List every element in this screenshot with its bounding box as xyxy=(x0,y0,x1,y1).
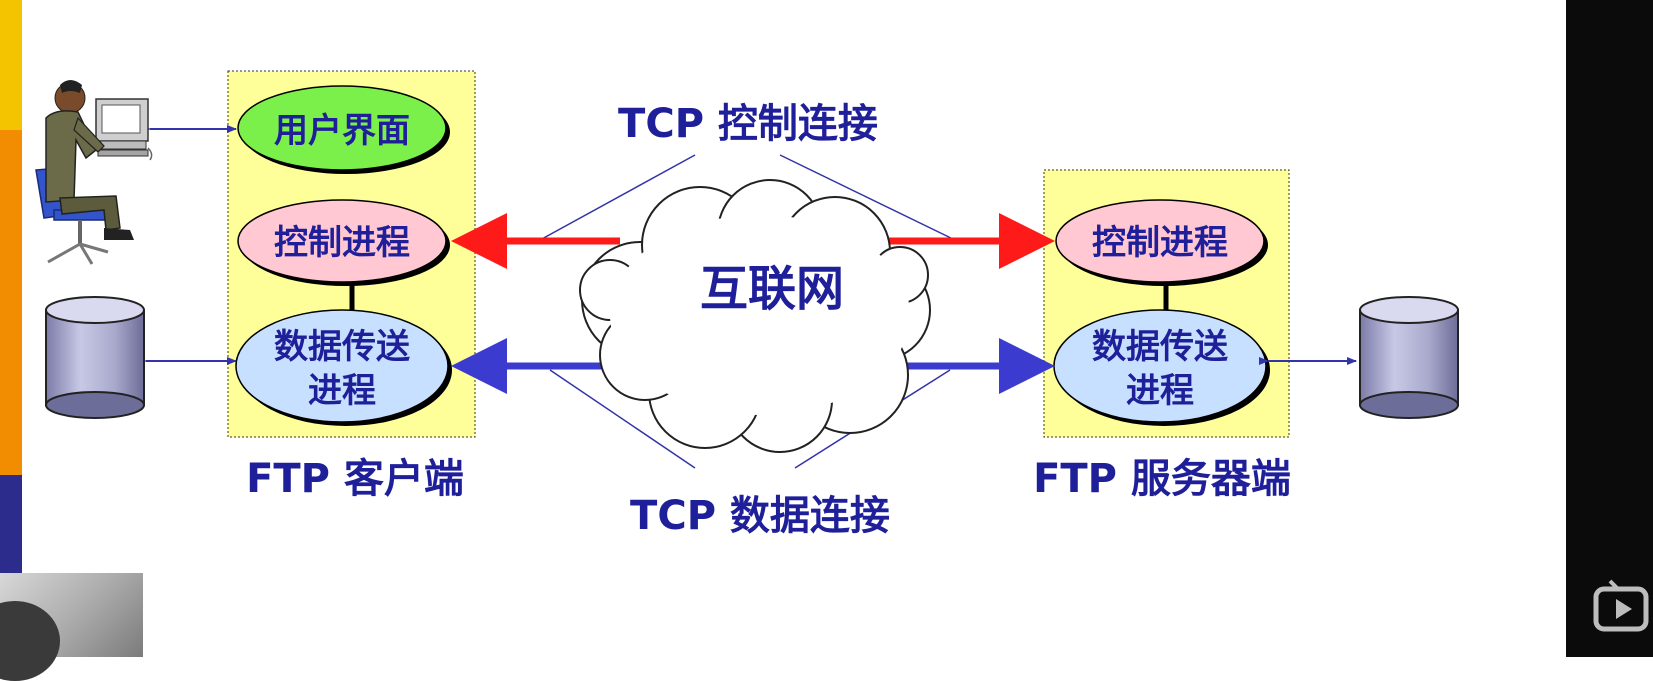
accent-orange xyxy=(0,130,22,475)
internet-label: 互联网 xyxy=(700,261,844,317)
ftp-diagram: 用户界面 控制进程 数据传送 进程 控制进程 数据传送 进程 xyxy=(35,70,1459,539)
client-data-label-1: 数据传送 xyxy=(274,327,410,367)
client-data-process: 数据传送 进程 xyxy=(235,309,452,426)
client-disk-icon xyxy=(45,296,145,419)
right-dark-band xyxy=(1566,0,1653,657)
client-user-interface: 用户界面 xyxy=(237,85,450,174)
server-data-label-2: 进程 xyxy=(1126,371,1194,411)
server-disk-icon xyxy=(1359,296,1459,419)
server-caption: FTP 服务器端 xyxy=(1033,456,1291,502)
server-data-label-1: 数据传送 xyxy=(1092,327,1228,367)
server-control-label: 控制进程 xyxy=(1092,223,1228,263)
play-watermark-icon xyxy=(1593,579,1649,632)
cloud-icon: 互联网 xyxy=(579,179,931,453)
tcp-label-lines xyxy=(539,154,956,469)
user-at-computer-icon xyxy=(35,80,153,265)
server-data-process: 数据传送 进程 xyxy=(1053,309,1270,426)
client-control-process: 控制进程 xyxy=(237,199,450,286)
server-control-process: 控制进程 xyxy=(1055,199,1268,286)
tcp-control-label: TCP 控制连接 xyxy=(618,101,878,147)
accent-yellow xyxy=(0,0,22,130)
client-control-label: 控制进程 xyxy=(274,223,410,263)
tcp-data-label: TCP 数据连接 xyxy=(630,493,890,539)
user-interface-label: 用户界面 xyxy=(274,111,410,151)
client-data-label-2: 进程 xyxy=(308,371,376,411)
client-caption: FTP 客户端 xyxy=(246,456,464,502)
